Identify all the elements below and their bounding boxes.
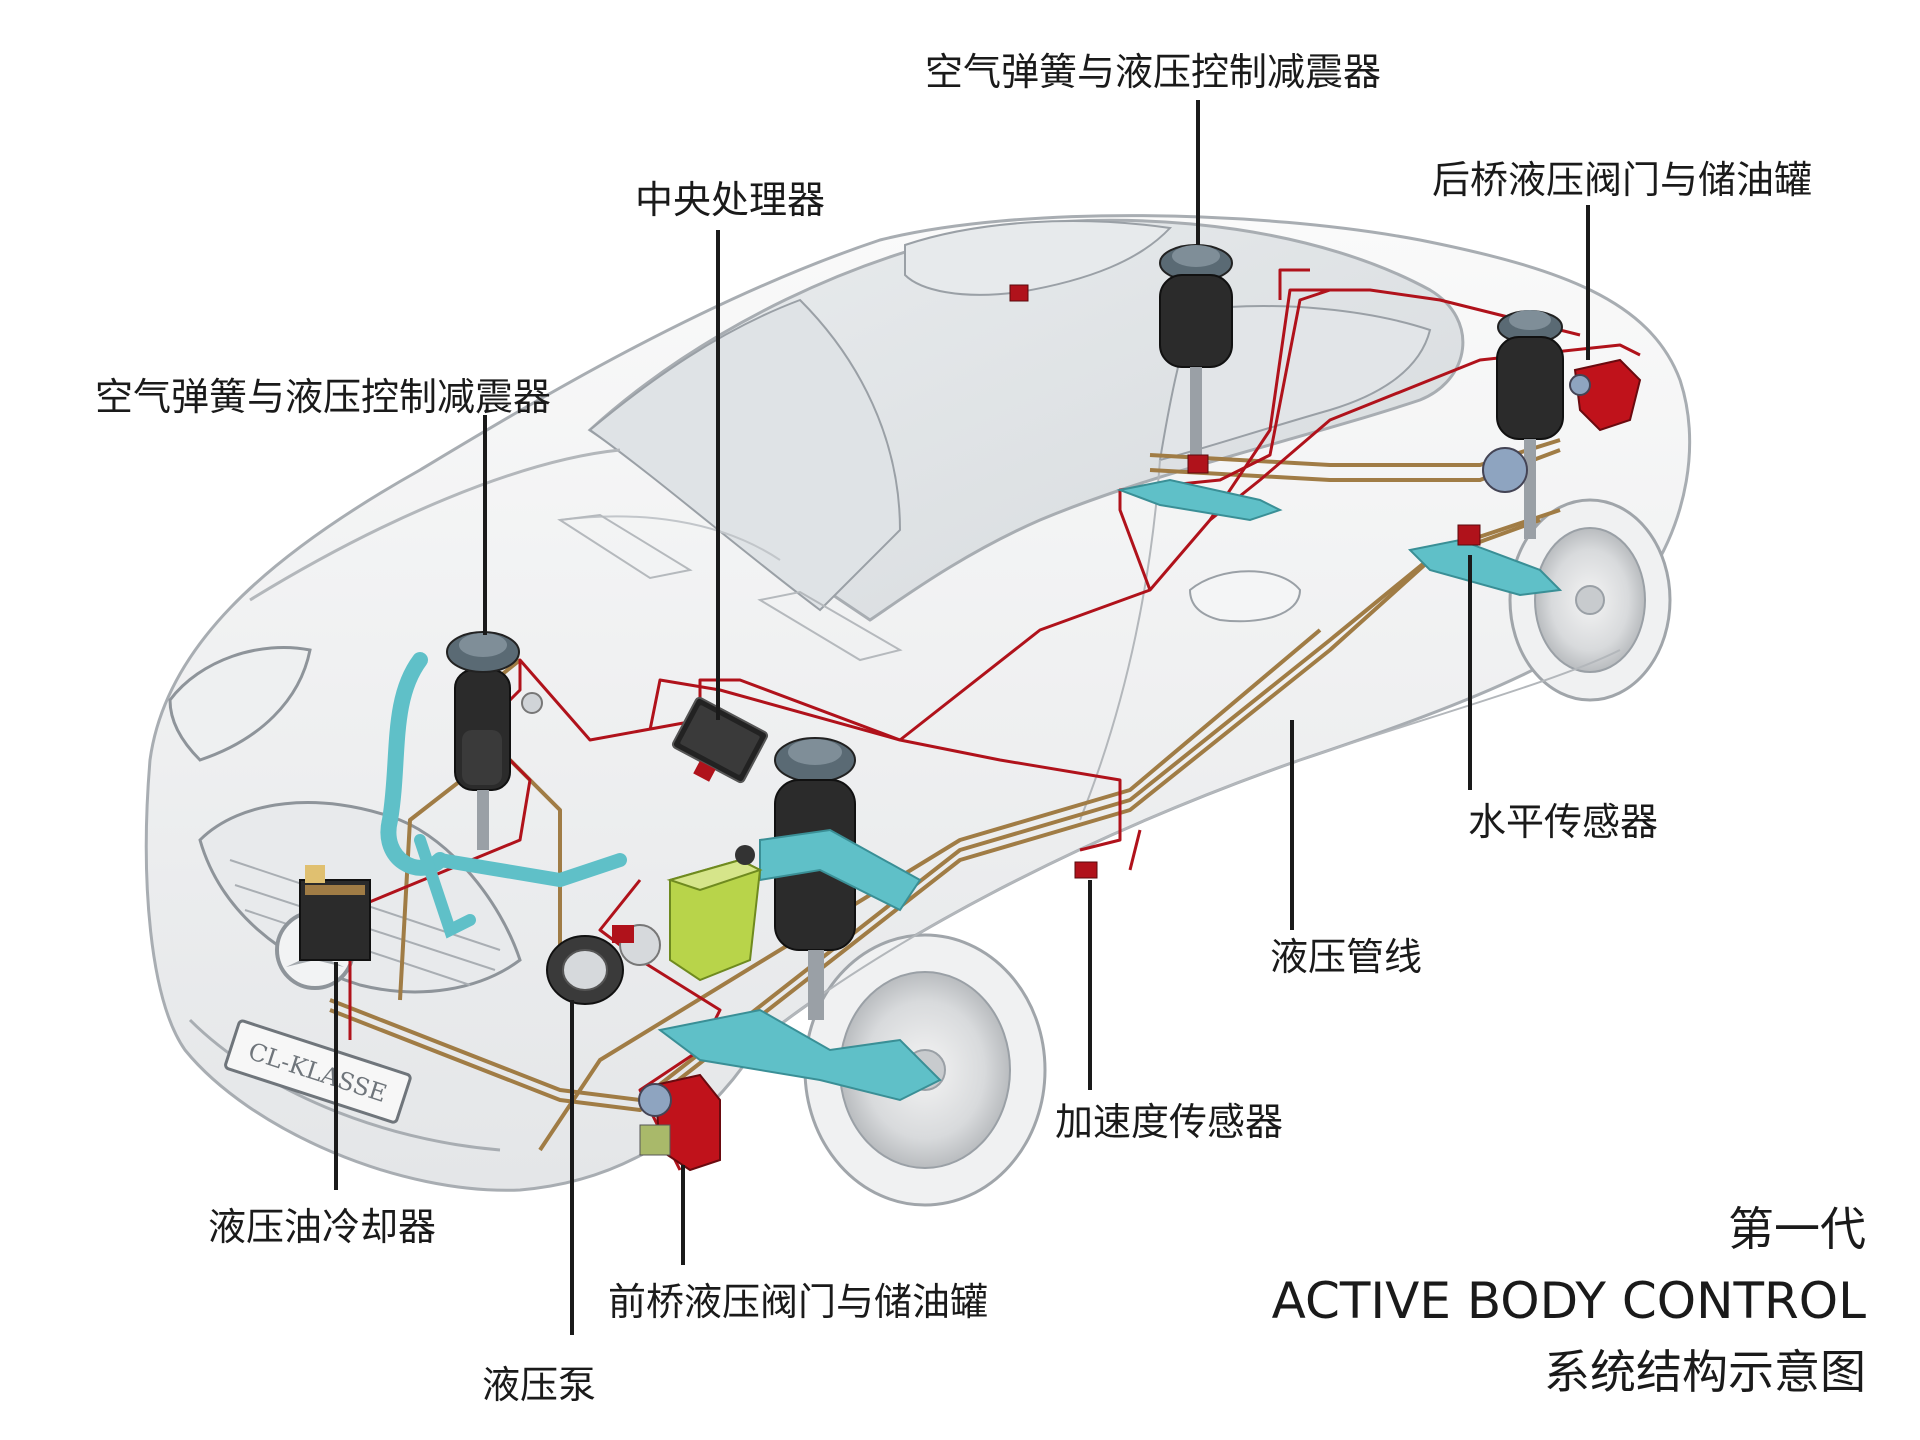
label-oil-cooler: 液压油冷却器 [208,1205,436,1249]
callout-labels: 空气弹簧与液压控制减震器 后桥液压阀门与储油罐 中央处理器 空气弹簧与液压控制减… [95,50,1812,1407]
top-wiring-sensor-icon [1009,284,1029,302]
hydraulic-pump [546,924,661,1005]
side-mirror [1188,570,1302,623]
central-processor-unit [671,696,769,784]
label-hydraulic-lines: 液压管线 [1270,935,1422,979]
title-line-3: 系统结构示意图 [1544,1345,1866,1399]
rear-level-sensor-icon [1187,454,1209,474]
label-acceleration-sensor: 加速度传感器 [1055,1100,1283,1144]
front-right-air-spring [657,737,942,1102]
label-rear-valve: 后桥液压阀门与储油罐 [1432,158,1812,202]
label-central-processor: 中央处理器 [635,178,825,222]
rear-left-air-spring [1116,244,1283,522]
label-air-spring-rear: 空气弹簧与液压控制减震器 [925,50,1381,94]
rear-right-air-spring [1407,310,1564,597]
rear-wheel [1508,498,1672,702]
rear-valve-block [1569,358,1642,432]
acceleration-sensor-icon [1074,861,1098,879]
front-valve-block [638,1073,721,1172]
leader-lines [334,100,1590,1335]
hood-vents [557,513,903,662]
label-front-valve: 前桥液压阀门与储油罐 [608,1280,988,1324]
front-left-air-spring [380,631,627,939]
level-sensor-icon [1457,524,1481,546]
hydraulic-reservoir [666,845,763,982]
title-block: 第一代 ACTIVE BODY CONTROL 系统结构示意图 [1272,1202,1867,1399]
title-line-2: ACTIVE BODY CONTROL [1272,1272,1867,1330]
car-body: CL-KLASSE [144,214,1692,1207]
label-air-spring-front: 空气弹簧与液压控制减震器 [95,375,551,419]
title-line-1: 第一代 [1728,1202,1866,1256]
label-hydraulic-pump: 液压泵 [482,1363,596,1407]
hydraulic-oil-cooler [299,865,371,961]
headlight [168,645,312,762]
label-level-sensor: 水平传感器 [1468,800,1658,844]
